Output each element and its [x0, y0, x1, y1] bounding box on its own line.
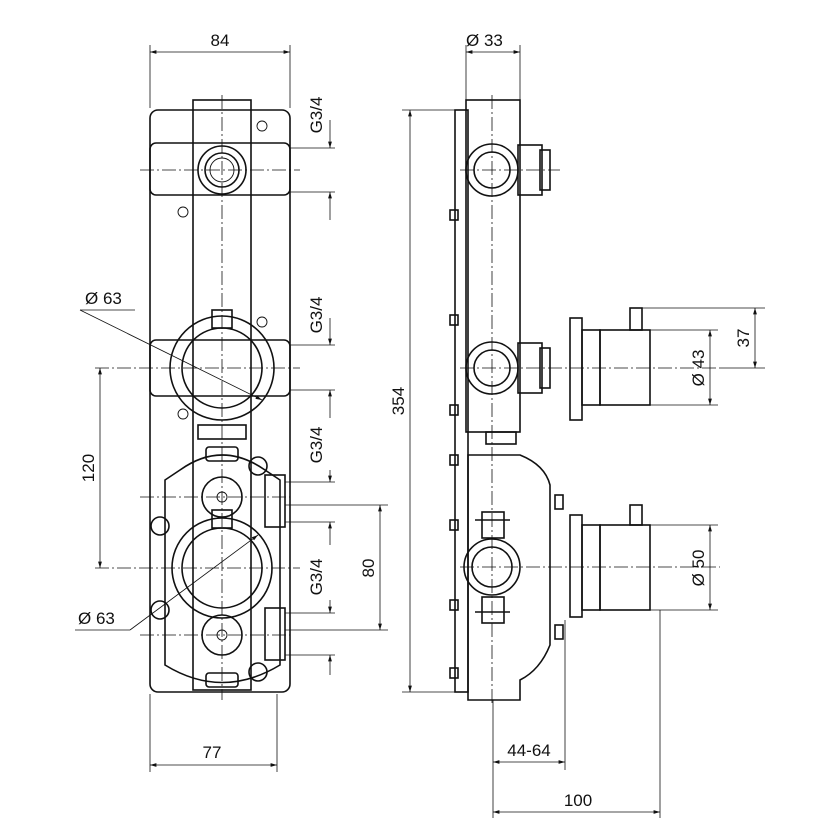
side-dimensions: Ø 33 354 37 Ø 43 Ø 50 44-64 100: [389, 31, 765, 818]
thread-label-4: G3/4: [307, 559, 326, 596]
dim-lower-valve-diameter: Ø 63: [78, 609, 115, 628]
front-dimensions: 84 77 120 80 G3/4 G3/4 G3/4 G3/4 Ø 63 Ø …: [75, 31, 388, 772]
dim-pipe-diameter: Ø 33: [466, 31, 503, 50]
dim-width-bottom: 77: [203, 743, 222, 762]
thread-label-3: G3/4: [307, 427, 326, 464]
dim-total-depth: 100: [564, 791, 592, 810]
dim-wall-depth-range: 44-64: [507, 741, 550, 760]
dim-handle-offset: 37: [734, 329, 753, 348]
dim-total-height: 354: [389, 387, 408, 415]
thread-label-1: G3/4: [307, 97, 326, 134]
dim-width-top: 84: [211, 31, 230, 50]
side-view: [449, 95, 720, 705]
dim-lower-handle-diameter: Ø 50: [689, 550, 708, 587]
dim-upper-valve-diameter: Ø 63: [85, 289, 122, 308]
dim-upper-handle-diameter: Ø 43: [689, 350, 708, 387]
front-view: [95, 95, 300, 700]
dim-valve-spacing: 120: [79, 454, 98, 482]
dim-outlet-spacing: 80: [359, 559, 378, 578]
thread-label-2: G3/4: [307, 297, 326, 334]
